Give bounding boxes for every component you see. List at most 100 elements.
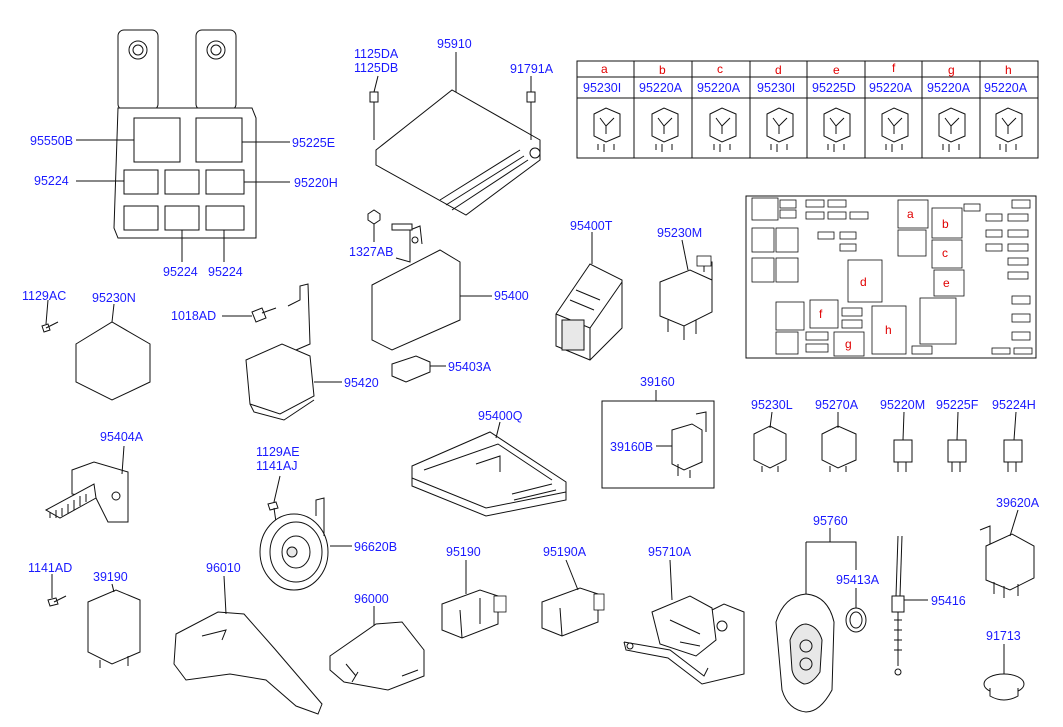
label-95190: 95190 bbox=[446, 545, 481, 559]
bolt-1129AC[interactable] bbox=[41, 299, 59, 333]
cover-96000[interactable] bbox=[329, 621, 425, 691]
label-95550B: 95550B bbox=[30, 134, 73, 148]
label-96620B: 96620B bbox=[354, 540, 397, 554]
label-95224-bottom-2: 95224 bbox=[208, 265, 243, 279]
relay-table-letters: a b c d e f g h bbox=[601, 61, 1012, 77]
fusebox-marker-g: g bbox=[845, 337, 852, 351]
label-39160B: 39160B bbox=[610, 440, 653, 454]
table-letter-f: f bbox=[892, 61, 896, 75]
antenna-96010[interactable] bbox=[173, 611, 323, 715]
relay-39190[interactable] bbox=[87, 589, 141, 668]
label-95710A: 95710A bbox=[648, 545, 692, 559]
label-95404A: 95404A bbox=[100, 430, 144, 444]
table-part-h: 95220A bbox=[984, 81, 1028, 95]
label-95225E: 95225E bbox=[292, 136, 335, 150]
fusebox-marker-h: h bbox=[885, 323, 892, 337]
table-letter-c: c bbox=[717, 62, 723, 76]
label-39160: 39160 bbox=[640, 375, 675, 389]
fusebox-marker-d: d bbox=[860, 275, 867, 289]
label-95400T: 95400T bbox=[570, 219, 613, 233]
relay-95270A[interactable] bbox=[821, 425, 857, 472]
relay-box-39160 bbox=[601, 400, 715, 489]
label-91713: 91713 bbox=[986, 629, 1021, 643]
label-95760: 95760 bbox=[813, 514, 848, 528]
relay-95225F[interactable] bbox=[947, 439, 967, 472]
fuse-box-layout[interactable] bbox=[745, 195, 1037, 359]
horn-96620B[interactable] bbox=[259, 497, 329, 591]
nut-1327AB[interactable] bbox=[367, 209, 381, 225]
relay-95230L[interactable] bbox=[753, 425, 787, 472]
fusebox-marker-f: f bbox=[819, 307, 823, 321]
table-letter-h: h bbox=[1005, 63, 1012, 77]
relay-39620A[interactable] bbox=[979, 525, 1035, 598]
label-95190A: 95190A bbox=[543, 545, 587, 559]
label-96010: 96010 bbox=[206, 561, 241, 575]
sensor-95400[interactable] bbox=[371, 223, 461, 351]
table-part-c: 95220A bbox=[697, 81, 741, 95]
table-part-e: 95225D bbox=[812, 81, 856, 95]
table-part-d: 95230I bbox=[757, 81, 795, 95]
label-95220M: 95220M bbox=[880, 398, 925, 412]
fusebox-marker-c: c bbox=[942, 246, 948, 260]
module-95420[interactable] bbox=[245, 283, 315, 421]
label-96000: 96000 bbox=[354, 592, 389, 606]
label-1018AD: 1018AD bbox=[171, 309, 216, 323]
clip-95403A[interactable] bbox=[391, 355, 431, 383]
label-95230L: 95230L bbox=[751, 398, 793, 412]
switch-95190[interactable] bbox=[441, 589, 507, 639]
actuator-95710A[interactable] bbox=[623, 595, 745, 685]
label-95403A: 95403A bbox=[448, 360, 492, 374]
label-1141AD: 1141AD bbox=[28, 561, 72, 575]
label-95270A: 95270A bbox=[815, 398, 859, 412]
remote-95760[interactable] bbox=[775, 593, 835, 713]
label-95225F: 95225F bbox=[936, 398, 979, 412]
plug-91713[interactable] bbox=[983, 673, 1025, 701]
label-95224-left: 95224 bbox=[34, 174, 69, 188]
relay-table-parts: 95230I 95220A 95220A 95230I 95225D 95220… bbox=[583, 81, 1028, 95]
label-95224H: 95224H bbox=[992, 398, 1036, 412]
table-part-a: 95230I bbox=[583, 81, 621, 95]
label-95416: 95416 bbox=[931, 594, 966, 608]
switch-95190A[interactable] bbox=[541, 587, 605, 637]
bracket-95404A[interactable] bbox=[44, 461, 129, 523]
relay-table bbox=[576, 60, 1039, 159]
label-1141AJ: 1141AJ bbox=[256, 459, 297, 473]
relay-95230M[interactable] bbox=[659, 255, 713, 340]
label-91791A: 91791A bbox=[510, 62, 554, 76]
relay-95230N[interactable] bbox=[75, 321, 151, 401]
label-1125DA: 1125DA bbox=[354, 47, 399, 61]
label-95224-bottom-1: 95224 bbox=[163, 265, 198, 279]
module-95400Q[interactable] bbox=[411, 431, 567, 517]
table-letter-b: b bbox=[659, 63, 666, 77]
fusebox-marker-a: a bbox=[907, 207, 914, 221]
label-39620A: 39620A bbox=[996, 496, 1040, 510]
battery-95413A[interactable] bbox=[845, 607, 867, 633]
bolt-1141AD[interactable] bbox=[47, 595, 67, 607]
table-letter-a: a bbox=[601, 62, 608, 76]
fusebox-marker-e: e bbox=[943, 276, 950, 290]
fuse-box-markers: a b c d e f g h bbox=[819, 207, 950, 351]
label-1125DB: 1125DB bbox=[354, 61, 398, 75]
label-95230M: 95230M bbox=[657, 226, 702, 240]
label-95400Q: 95400Q bbox=[478, 409, 523, 423]
fusebox-marker-b: b bbox=[942, 217, 949, 231]
table-part-b: 95220A bbox=[639, 81, 683, 95]
label-95413A: 95413A bbox=[836, 573, 880, 587]
label-95910: 95910 bbox=[437, 37, 472, 51]
relay-39160B[interactable] bbox=[671, 411, 707, 478]
control-unit-95910[interactable] bbox=[369, 89, 541, 216]
module-95400T[interactable] bbox=[555, 263, 623, 361]
label-1327AB: 1327AB bbox=[349, 245, 393, 259]
antenna-95416[interactable] bbox=[891, 535, 905, 676]
table-letter-g: g bbox=[948, 63, 955, 77]
table-part-f: 95220A bbox=[869, 81, 913, 95]
label-39190: 39190 bbox=[93, 570, 128, 584]
label-1129AE: 1129AE bbox=[256, 445, 300, 459]
relay-95220M[interactable] bbox=[893, 439, 913, 472]
relay-block-95550B[interactable] bbox=[113, 29, 257, 239]
relay-95224H[interactable] bbox=[1003, 439, 1023, 472]
bolt-1018AD[interactable] bbox=[251, 307, 277, 323]
table-part-g: 95220A bbox=[927, 81, 971, 95]
